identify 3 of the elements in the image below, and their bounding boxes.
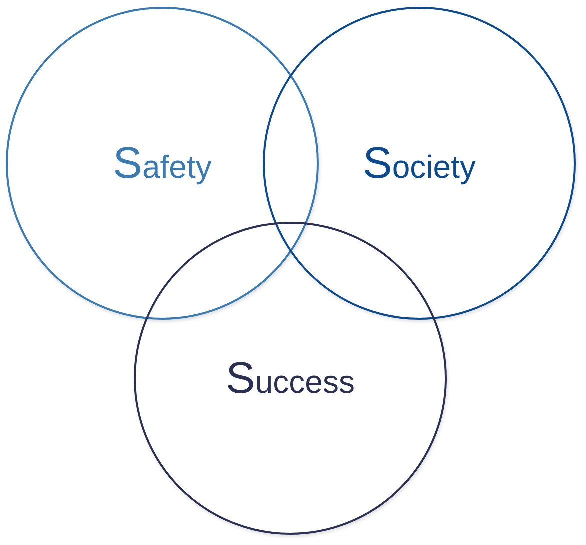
circle-label: Success (226, 356, 355, 400)
circle-label: Society (363, 142, 476, 186)
circle-label: Safety (113, 142, 212, 186)
